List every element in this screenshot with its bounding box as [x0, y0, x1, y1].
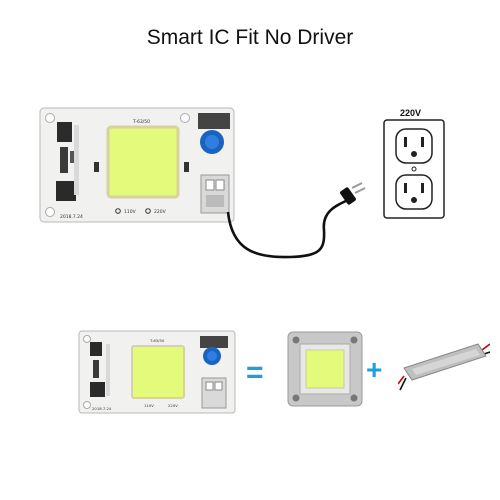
board-top-label-small: T-63/50: [149, 338, 165, 343]
board-voltage-110: 110V: [124, 209, 137, 215]
board-voltage-220-small: 220V: [168, 403, 178, 408]
board-voltage-110-small: 110V: [144, 403, 154, 408]
cob-chip: [287, 331, 363, 407]
board-voltage-220: 220V: [154, 209, 167, 215]
cob-led-board-small: T-63/50 110V 220V 2018.7.24: [78, 330, 236, 414]
board-top-label: T-63/50: [132, 119, 150, 125]
outlet-voltage-label: 220V: [400, 108, 422, 118]
wall-outlet: [383, 119, 445, 219]
led-driver: [398, 343, 490, 391]
led-emitter-large: [106, 125, 180, 199]
board-date: 2018.7.24: [60, 214, 83, 220]
cob-led-board-large: T-63/50 110V 220V 2018.7.24: [39, 107, 235, 223]
power-plug: [340, 187, 356, 205]
equals-sign: =: [246, 356, 264, 389]
page-title: Smart IC Fit No Driver: [146, 26, 354, 49]
board-date-small: 2018.7.24: [92, 406, 112, 411]
plus-sign: +: [366, 354, 383, 385]
led-emitter-small: [131, 345, 185, 399]
